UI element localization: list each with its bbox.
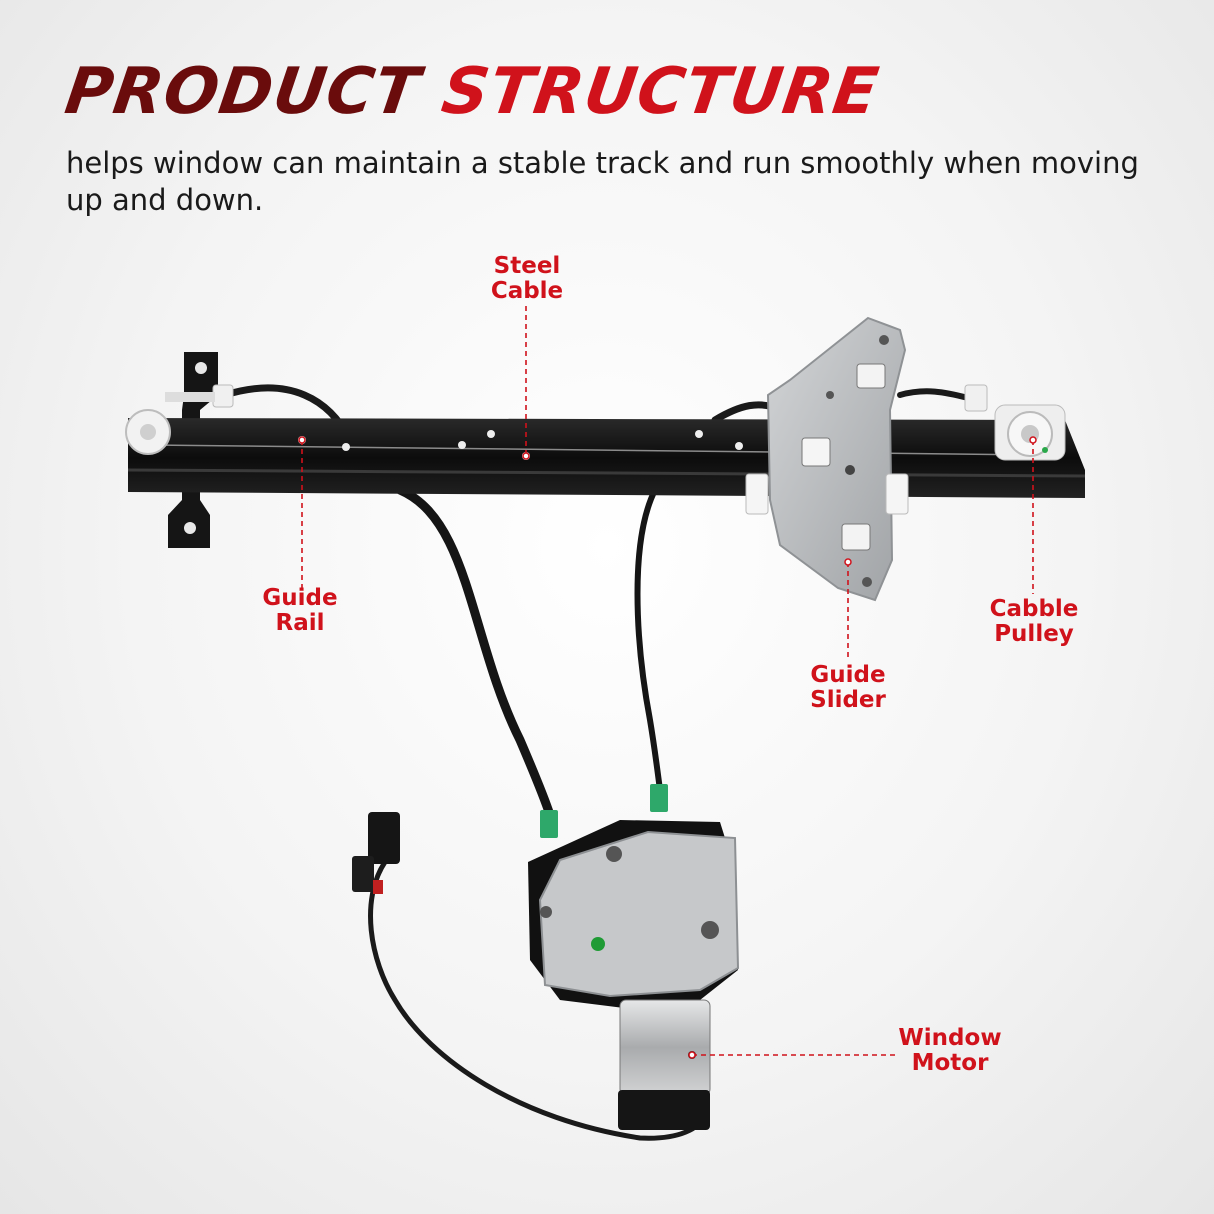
electrical-connector [352, 812, 400, 894]
page-subtitle: helps window can maintain a stable track… [66, 146, 1139, 217]
callout-leaders [301, 306, 1034, 1056]
callout-guide-slider: Guide Slider [810, 662, 886, 713]
guide-slider-plate [745, 316, 909, 602]
callout-dots [298, 436, 1037, 1059]
cable-end-springs [540, 784, 668, 838]
callout-window-motor: Window Motor [898, 1025, 1002, 1076]
callout-cable-pulley: Cabble Pulley [989, 596, 1079, 647]
motor-gearbox [528, 820, 740, 1010]
callout-guide-rail: Guide Rail [262, 585, 338, 636]
window-motor [618, 999, 711, 1130]
cable-pulley [964, 384, 1066, 461]
guide-rail [127, 418, 1086, 498]
left-pulley [125, 384, 234, 455]
callout-steel-cable: Steel Cable [490, 253, 564, 304]
